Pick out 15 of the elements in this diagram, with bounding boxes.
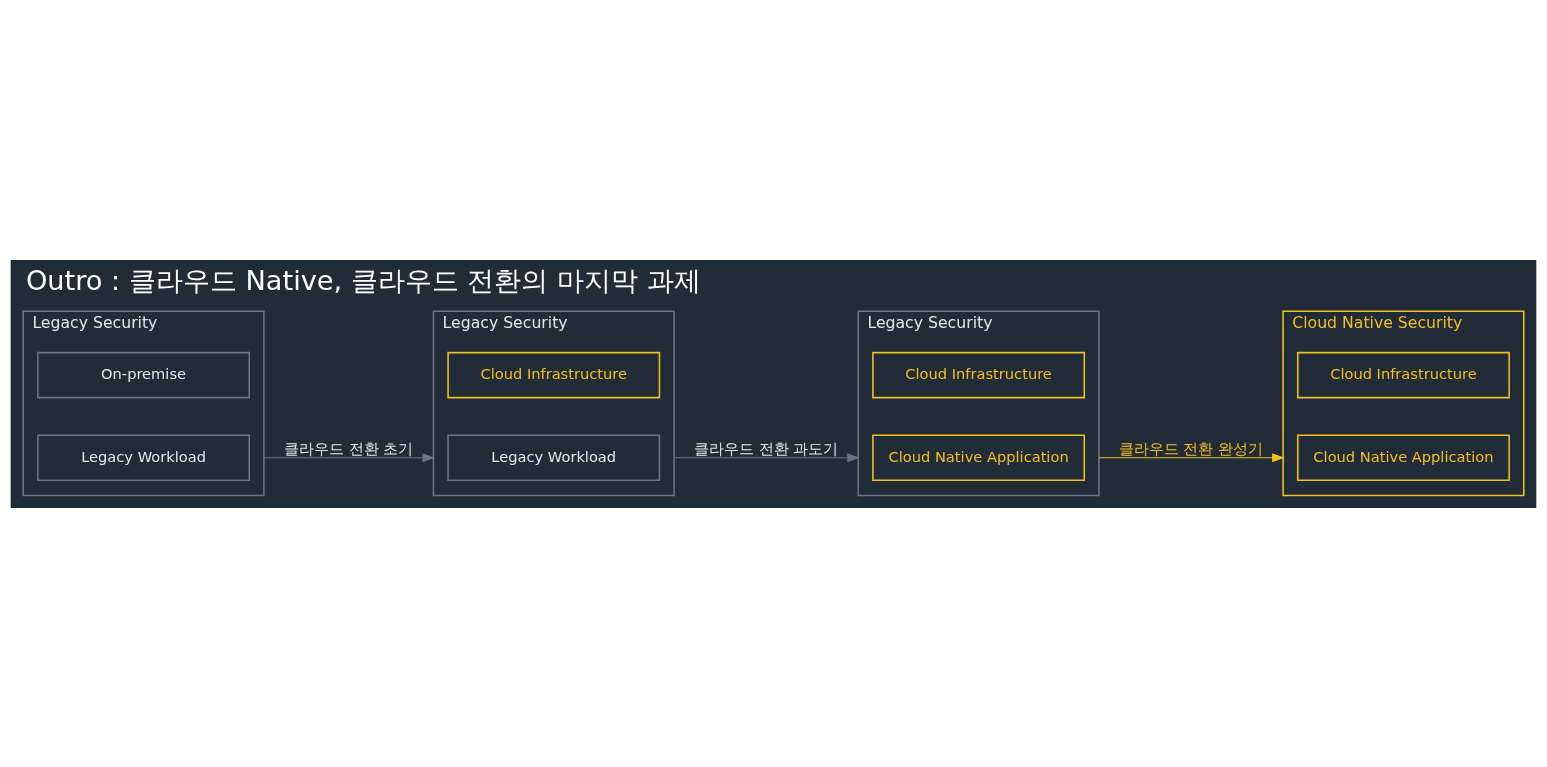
node-box: Cloud Native Application — [1296, 434, 1510, 481]
arrow — [1098, 452, 1285, 462]
edge-label: 클라우드 전환 초기 — [284, 439, 414, 457]
node-box: On-premise — [37, 351, 251, 398]
edge-label: 클라우드 전환 완성기 — [1118, 439, 1264, 457]
edge-label: 클라우드 전환 과도기 — [694, 439, 839, 457]
node-box: Cloud Infrastructure — [872, 351, 1086, 398]
arrow — [673, 452, 860, 462]
node-box: Cloud Infrastructure — [447, 351, 661, 398]
node-box: Cloud Native Application — [872, 434, 1086, 481]
arrow — [263, 452, 435, 462]
diagram-title: Outro : 클라우드 Native, 클라우드 전환의 마지막 과제 — [25, 264, 701, 296]
node-box: Legacy Workload — [37, 434, 251, 481]
node-box: Legacy Workload — [447, 434, 661, 481]
node-box: Cloud Infrastructure — [1296, 351, 1510, 398]
